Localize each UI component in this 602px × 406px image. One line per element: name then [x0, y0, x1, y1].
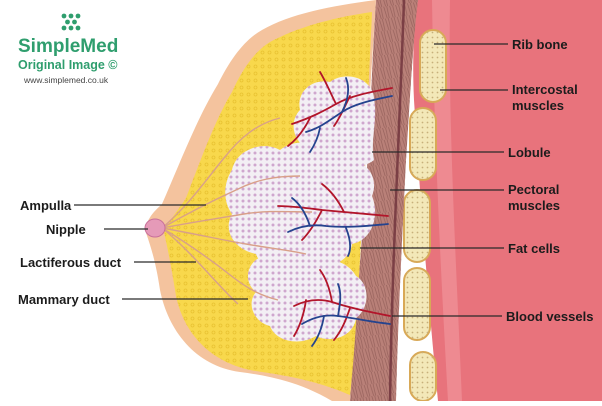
label-mammary-duct: Mammary duct [18, 292, 110, 307]
label-pectoral-2: muscles [508, 198, 560, 213]
label-fat-cells: Fat cells [508, 241, 560, 256]
simplemed-watermark: SimpleMed Original Image © www.simplemed… [18, 13, 118, 85]
label-intercostal-1: Intercostal [512, 82, 578, 97]
lactiferous-ducts [161, 117, 313, 305]
nipple-shape [144, 218, 166, 238]
rib-bones [403, 29, 447, 402]
watermark-url: www.simplemed.co.uk [23, 75, 109, 85]
intercostal-muscle-band [413, 0, 602, 401]
blood-vessels [277, 71, 393, 347]
label-rib-bone: Rib bone [512, 37, 568, 52]
label-lactiferous-duct: Lactiferous duct [20, 255, 122, 270]
label-nipple: Nipple [46, 222, 86, 237]
watermark-brand: SimpleMed [18, 36, 118, 57]
label-pectoral-1: Pectoral [508, 182, 559, 197]
label-ampulla: Ampulla [20, 198, 72, 213]
label-blood-vessels: Blood vessels [506, 309, 593, 324]
label-lobule: Lobule [508, 145, 551, 160]
watermark-subtitle: Original Image © [18, 58, 118, 72]
label-intercostal-2: muscles [512, 98, 564, 113]
leader-lines [74, 43, 508, 317]
dots-logo-icon [61, 13, 81, 31]
